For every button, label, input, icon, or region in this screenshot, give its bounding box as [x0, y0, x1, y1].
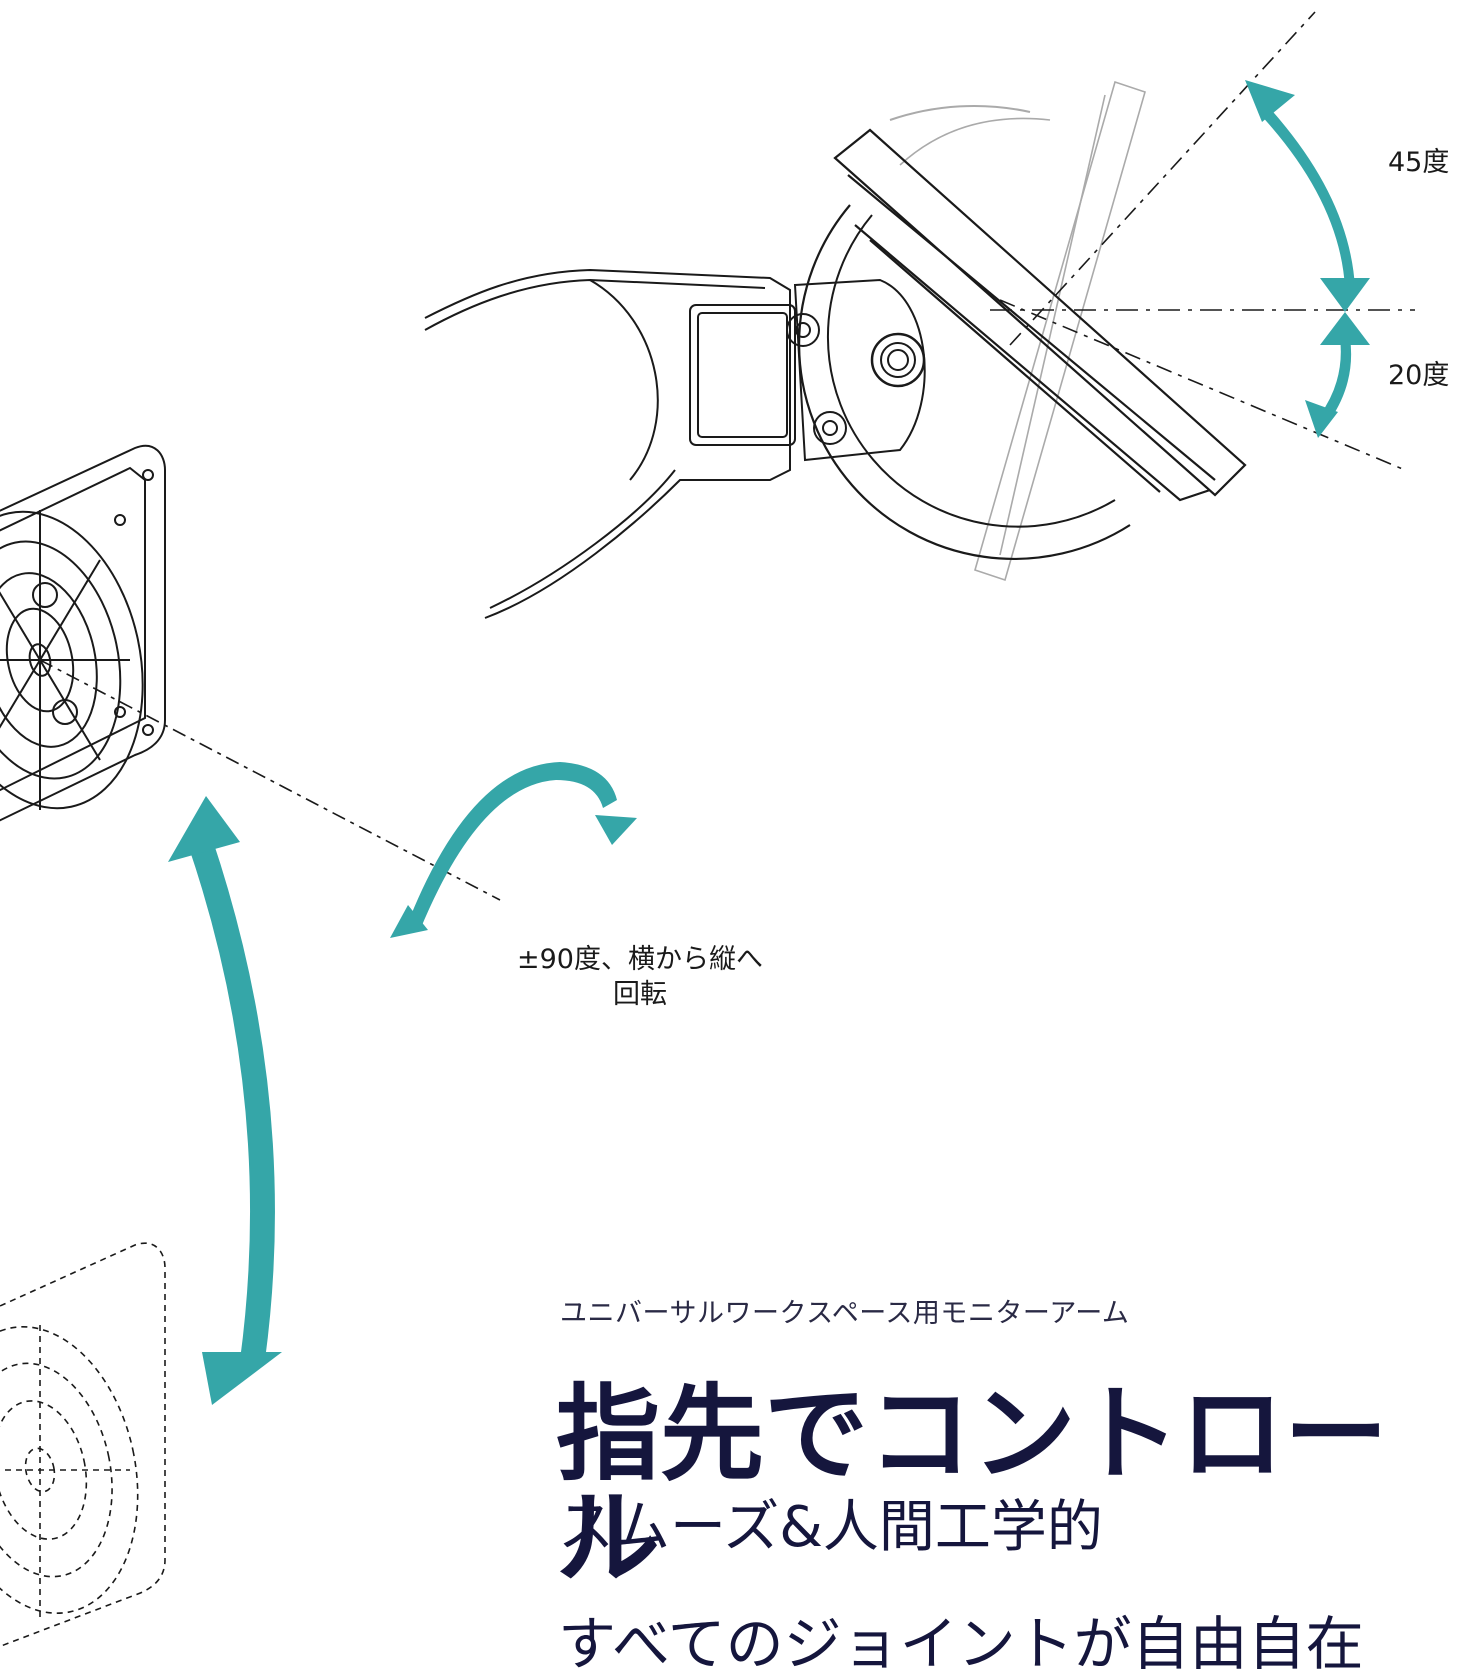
page-subheadline: スムーズ&人間工学的	[558, 1495, 1103, 1560]
tilt-up-arrow-head-top	[1245, 80, 1295, 122]
upper-tilt-line	[1009, 11, 1316, 346]
mounting-block	[689, 304, 796, 446]
rotation-label: ±90度、横から縦へ 回転	[495, 942, 785, 1012]
rotation-label-line2: 回転	[613, 979, 667, 1011]
ghost-monitor-outline	[899, 80, 1146, 582]
product-kicker: ユニバーサルワークスペース用モニターアーム	[560, 1298, 1130, 1329]
tilted-monitor	[833, 128, 1247, 502]
tilt-bracket	[798, 204, 1131, 561]
tilt-up-label: 45度	[1388, 147, 1450, 178]
body-text-cutoff: すべてのジョイントが自由自在	[558, 1610, 1364, 1678]
vesa-plate-front	[0, 444, 166, 822]
tilt-down-label: 20度	[1388, 360, 1450, 391]
rotation-axis-line	[39, 659, 501, 901]
arm-side-view	[424, 80, 1247, 619]
tilt-down-arrow-head-top	[1320, 312, 1370, 345]
vesa-plate-ghost	[0, 1242, 166, 1648]
tilt-up-arrow-head-bottom	[1320, 278, 1370, 312]
page-headline: 指先でコントロール	[556, 1373, 1389, 1599]
vertical-rotate-arrow	[168, 796, 282, 1405]
tilt-down-arrow-shaft	[1320, 338, 1352, 420]
curved-rotation-arrow	[390, 762, 637, 938]
tilt-reference-lines	[990, 11, 1415, 471]
tilt-up-arrow-shaft	[1258, 104, 1355, 288]
pivot-knob	[870, 332, 926, 388]
tilt-down-arrow-head-bottom	[1305, 400, 1338, 438]
tilt-arrows	[1245, 80, 1370, 438]
rotation-label-line1: ±90度、横から縦へ	[517, 944, 763, 975]
lower-tilt-line	[999, 299, 1406, 471]
arm-segment-outline	[424, 268, 791, 619]
